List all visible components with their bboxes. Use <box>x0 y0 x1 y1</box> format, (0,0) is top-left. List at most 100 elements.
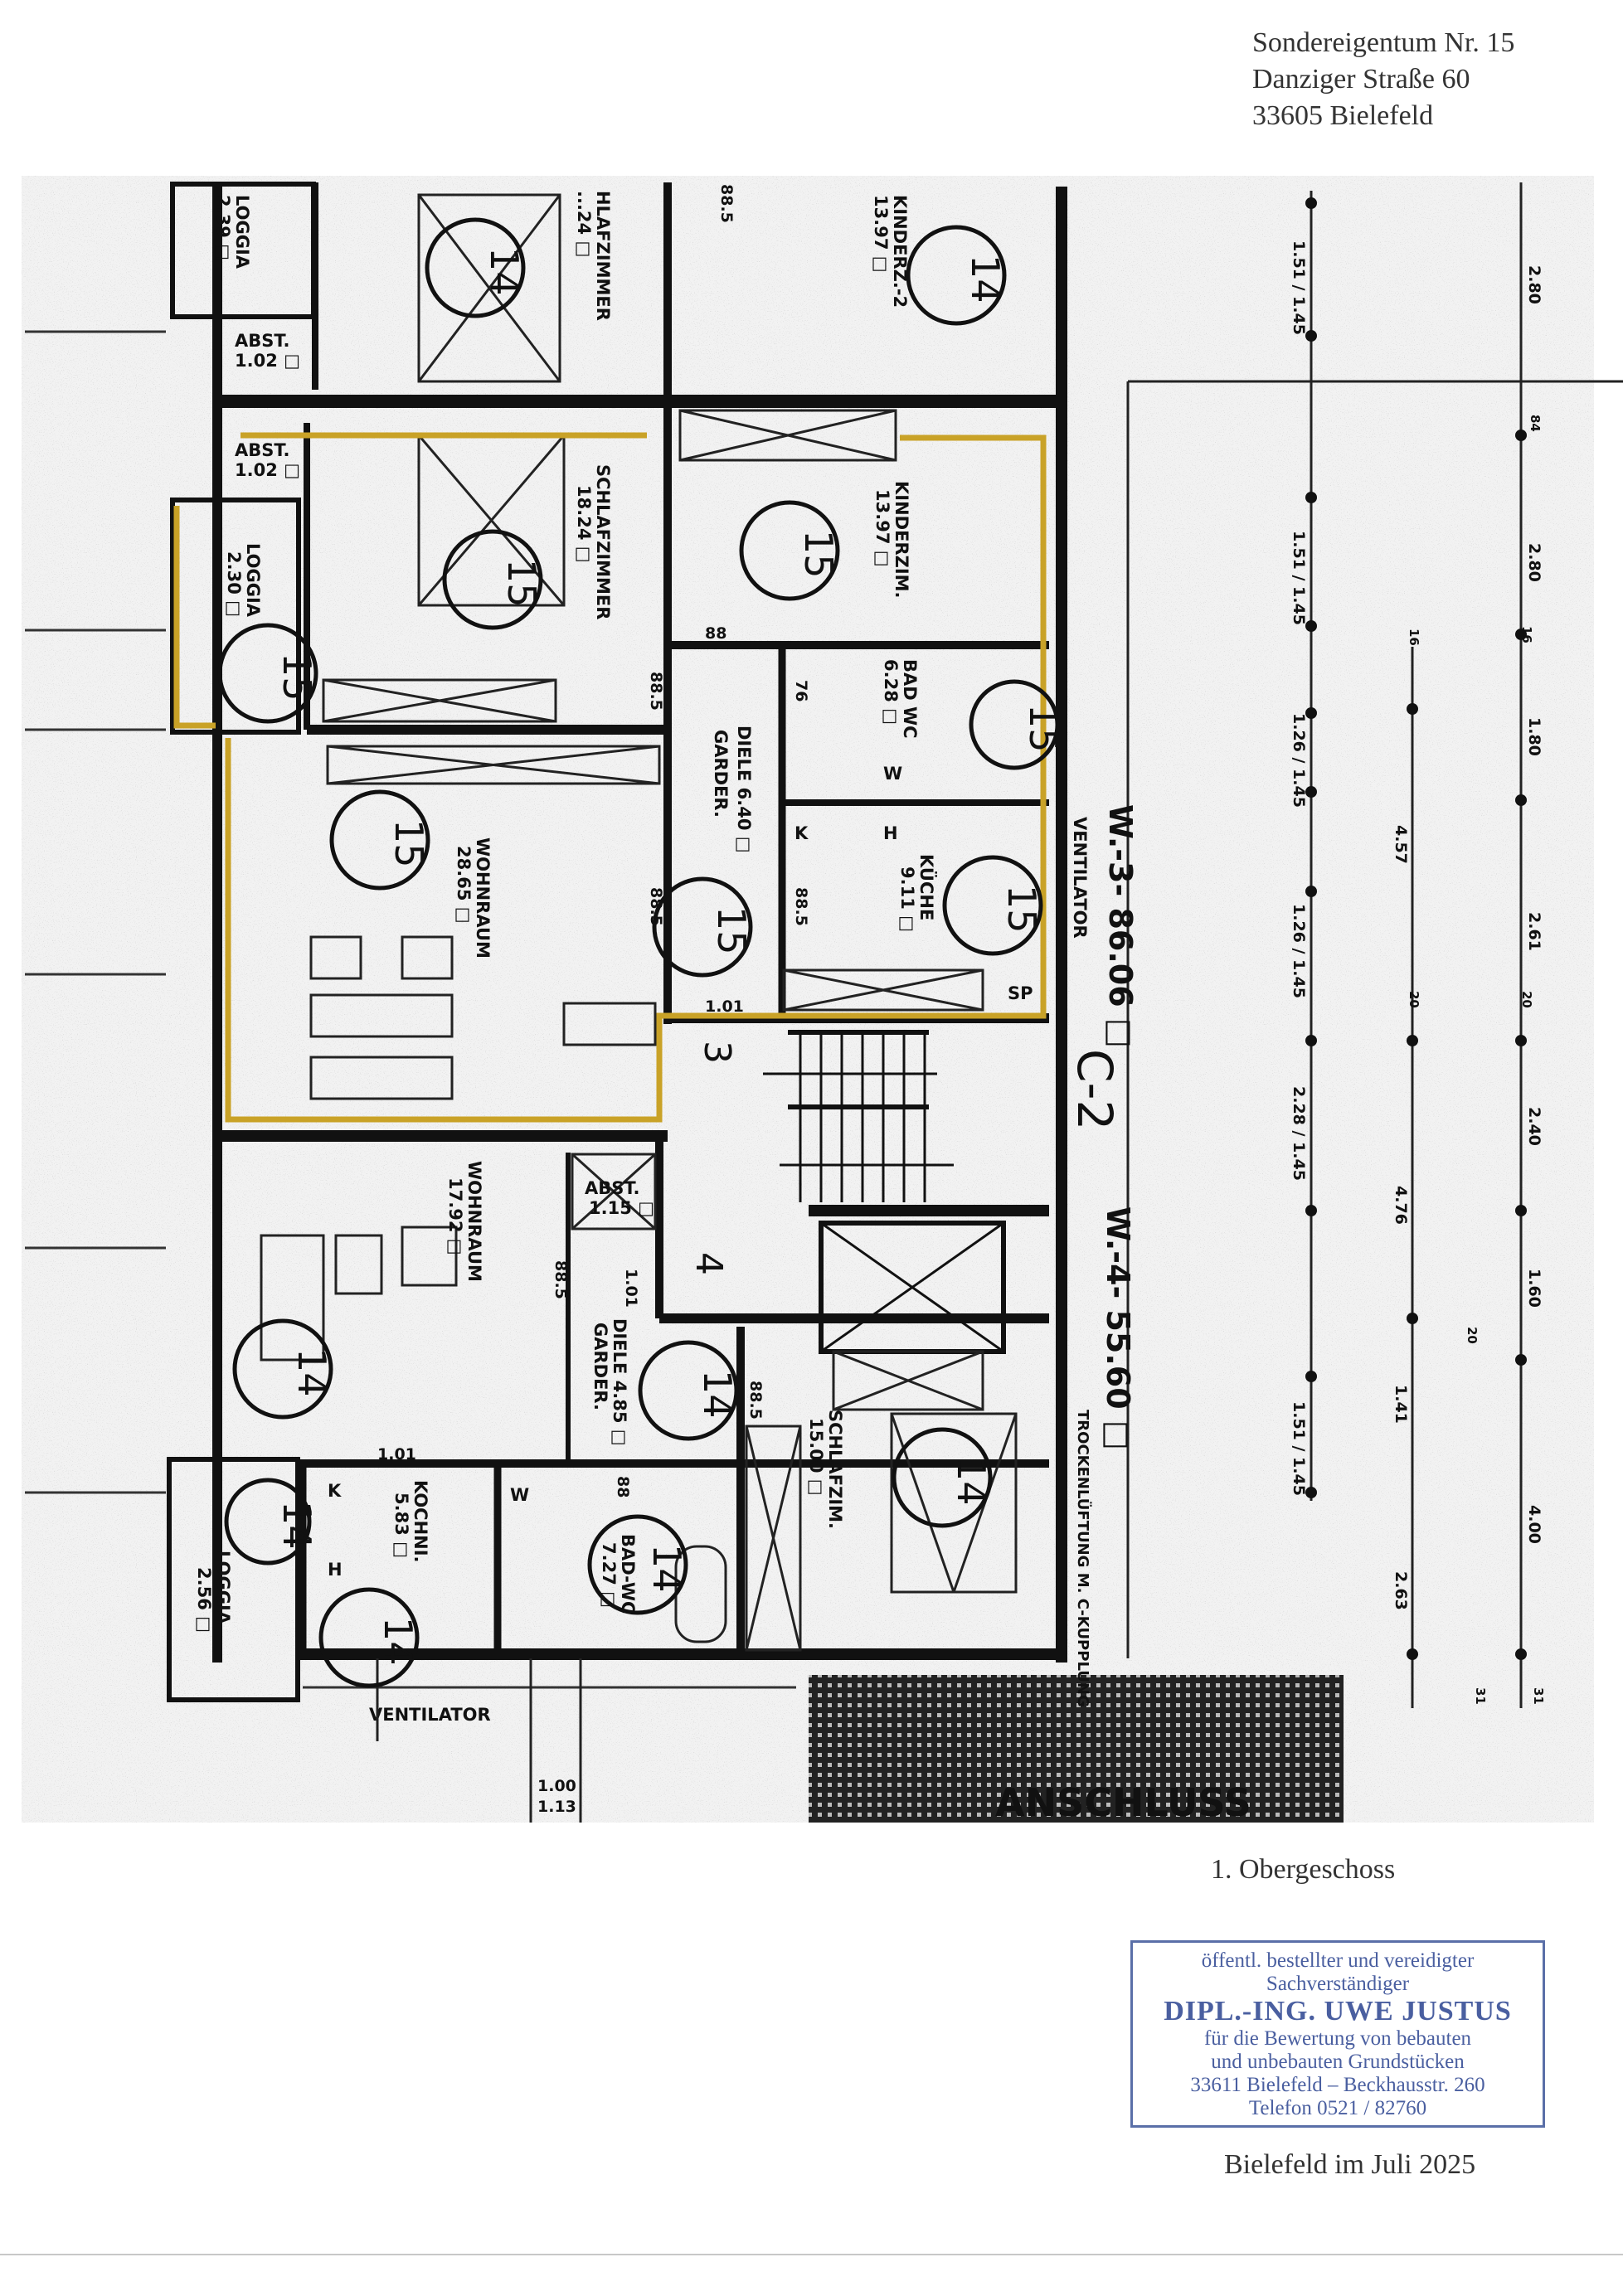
unit-marker: 14 <box>695 1370 740 1419</box>
room-name: KÜCHE <box>916 854 937 920</box>
room-name: ABST. <box>235 331 290 351</box>
dim-label: 1.60 <box>1525 1269 1543 1308</box>
fixture: W <box>510 1485 529 1505</box>
dim-label: 4.76 <box>1392 1186 1410 1225</box>
dim-label: 1.41 <box>1392 1385 1410 1424</box>
room-area: 28.65 □ <box>454 846 474 924</box>
dimension-labels-small: 16 20 20 20 16 31 31 84 <box>1407 415 1546 1705</box>
room-name: BAD-WC <box>618 1534 638 1614</box>
fixture: K <box>794 823 809 843</box>
stair-number-3: 3 <box>696 1041 738 1064</box>
room-name: SCHLAFZIMMER <box>593 464 613 619</box>
room-area: 1.02 □ <box>235 460 300 480</box>
stamp-line: Telefon 0521 / 82760 <box>1248 2097 1427 2119</box>
ventilator-label: VENTILATOR <box>369 1705 491 1725</box>
fixture-labels: W K H SP W K H <box>328 764 1033 1580</box>
unit-marker: 15 <box>709 906 754 955</box>
dim-label: 84 <box>1528 415 1543 432</box>
room-area: 15.00 □ <box>806 1418 826 1496</box>
bottom-divider <box>0 2254 1623 2255</box>
room-name: KINDERZIM. <box>892 481 911 599</box>
door-width: 88.5 <box>647 887 665 926</box>
dim-label: 1.26 / 1.45 <box>1290 713 1308 808</box>
unit-marker: 15 <box>796 530 841 579</box>
room-name: ABST. <box>235 440 290 460</box>
room-area: 17.92 □ <box>445 1177 465 1255</box>
upper-neighbour-labels: LOGGIA 2.39 □ ABST. 1.02 □ HLAFZIMMER ..… <box>213 191 910 371</box>
door-width: 1.01 <box>705 998 744 1016</box>
room-name: HLAFZIMMER <box>593 191 613 321</box>
dim-label: 16 <box>1407 629 1421 646</box>
floor-label: 1. Obergeschoss <box>1211 1854 1396 1885</box>
dim-label: 2.28 / 1.45 <box>1290 1086 1308 1181</box>
connection-label: ANSCHLUSS <box>995 1780 1251 1825</box>
stamp-line: für die Bewertung von bebauten <box>1203 2027 1472 2050</box>
dim-label: 2.80 <box>1525 265 1543 304</box>
stamp-line: 33611 Bielefeld – Beckhausstr. 260 <box>1190 2074 1485 2096</box>
dim-label: 4.00 <box>1525 1505 1543 1544</box>
stamp-line: Sachverständiger <box>1266 1973 1410 1995</box>
unit-marker: 14 <box>963 255 1008 303</box>
door-width: 76 <box>792 680 810 701</box>
address-line: Danziger Straße 60 <box>1252 64 1470 95</box>
unit-marker-circles <box>217 217 1060 1688</box>
dim-label: 20 <box>1407 991 1421 1008</box>
room-area: 9.11 □ <box>897 866 917 932</box>
unit-15-labels: LOGGIA 2.30 □ ABST. 1.02 □ SCHLAFZIMMER … <box>224 440 937 959</box>
loggias <box>167 182 316 1702</box>
dim-label: 1.51 / 1.45 <box>1290 531 1308 625</box>
door-width: 88.5 <box>647 672 665 711</box>
furniture <box>260 193 1018 1652</box>
dim-label: 20 <box>1465 1327 1480 1344</box>
dim-label: 1.51 / 1.45 <box>1290 1401 1308 1496</box>
dimension-dots <box>1305 197 1527 1660</box>
door-width-labels: 88.5 88.5 88.5 88.5 88 76 88.5 88.5 88 1… <box>377 184 810 1497</box>
door-width: 1.01 <box>622 1269 640 1308</box>
dim-label: 20 <box>1519 991 1534 1008</box>
dim-label: 31 <box>1531 1687 1546 1705</box>
dim-label: 2.63 <box>1392 1571 1410 1610</box>
dim-label: 1.51 / 1.45 <box>1290 240 1308 335</box>
core-label: C-2 <box>1067 1049 1123 1130</box>
room-name: SCHLAFZIM. <box>825 1410 845 1529</box>
walls <box>212 182 1067 1663</box>
room-area: 2.39 □ <box>213 195 233 260</box>
address-line: Sondereigentum Nr. 15 <box>1252 27 1515 58</box>
room-area: 13.97 □ <box>872 489 892 567</box>
unit-14-labels: WOHNRAUM 17.92 □ ABST. 1.15 □ DIELE 4.85… <box>194 1161 845 1633</box>
room-name: KOCHNI. <box>411 1480 430 1563</box>
room-area: 18.24 □ <box>574 485 594 563</box>
fixture: H <box>328 1560 343 1580</box>
unit-marker: 15 <box>386 819 431 868</box>
address-line: 33605 Bielefeld <box>1252 100 1434 131</box>
room-name: WOHNRAUM <box>473 837 493 959</box>
door-width: 88 <box>614 1476 632 1497</box>
unit-marker: 14 <box>644 1544 689 1593</box>
door-width: 88.5 <box>552 1260 570 1299</box>
room-area: 6.28 □ <box>881 659 901 725</box>
dimension-labels-col1: 1.51 / 1.45 1.51 / 1.45 1.26 / 1.45 1.26… <box>1290 240 1308 1496</box>
dim-label: 1.80 <box>1525 717 1543 756</box>
stamp-name: DIPL.-ING. UWE JUSTUS <box>1164 1996 1512 2027</box>
room-name: DIELE 6.40 □ <box>734 726 754 853</box>
door-width: 88.5 <box>717 184 736 223</box>
room-area: GARDER. <box>590 1323 610 1410</box>
property-address: Sondereigentum Nr. 15 Danziger Straße 60… <box>1252 25 1514 134</box>
unit-marker: 14 <box>949 1457 994 1506</box>
dimension-labels-col3: 2.80 2.80 1.80 2.61 2.40 1.60 4.00 <box>1525 265 1543 1544</box>
stamp-line: und unbebauten Grundstücken <box>1211 2051 1465 2073</box>
unit-marker: 14 <box>376 1617 420 1666</box>
fixture: H <box>883 823 898 843</box>
dim-label: 31 <box>1473 1687 1488 1705</box>
place-date: Bielefeld im Juli 2025 <box>1224 2149 1476 2180</box>
dim-label: 1.26 / 1.45 <box>1290 904 1308 998</box>
room-name: LOGGIA <box>213 1551 233 1625</box>
room-area: 5.83 □ <box>391 1493 411 1558</box>
unit-marker: 14 <box>482 247 527 296</box>
fixture: K <box>328 1481 342 1501</box>
dim-label: 2.40 <box>1525 1107 1543 1146</box>
unit-marker: 14 <box>289 1348 334 1397</box>
door-width: 88.5 <box>792 887 810 926</box>
door-width: 88.5 <box>746 1381 765 1420</box>
